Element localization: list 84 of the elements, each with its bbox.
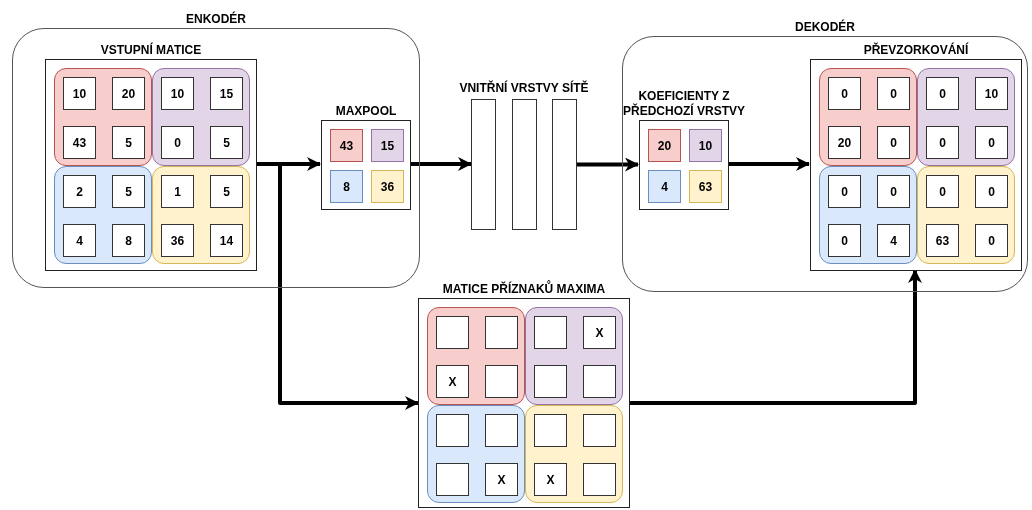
- matrix-cell: [485, 365, 518, 398]
- matrix-cell: 0: [161, 126, 194, 159]
- matrix-cell: [534, 414, 567, 447]
- pooling-region: [152, 68, 250, 166]
- matrix-cell: 43: [63, 126, 96, 159]
- pooling-region: [525, 307, 623, 405]
- matrix-cell: [583, 463, 616, 496]
- arrow: [630, 269, 922, 405]
- matrix-cell: 0: [877, 126, 910, 159]
- matrix-cell: 10: [161, 77, 194, 110]
- arrow: [256, 162, 419, 410]
- matrix-cell: X: [534, 463, 567, 496]
- matrix-cell: 5: [112, 175, 145, 208]
- matrix-cell: 4: [877, 224, 910, 257]
- matrix-cell: 0: [828, 175, 861, 208]
- matrix-cell: 0: [828, 224, 861, 257]
- matrix-cell: 10: [63, 77, 96, 110]
- section-title: VSTUPNÍ MATICE: [100, 43, 202, 58]
- matrix-cell: 0: [926, 126, 959, 159]
- section-title: KOEFICIENTY Z PŘEDCHOZÍ VRSTVY: [622, 89, 746, 119]
- matrix-cell: 20: [648, 129, 681, 162]
- matrix-cell: 63: [689, 170, 722, 203]
- matrix-cell: 15: [210, 77, 243, 110]
- matrix-cell: 4: [648, 170, 681, 203]
- matrix-cell: 20: [112, 77, 145, 110]
- matrix-cell: 10: [689, 129, 722, 162]
- matrix-cell: X: [583, 316, 616, 349]
- matrix-cell: 20: [828, 126, 861, 159]
- matrix-cell: 63: [926, 224, 959, 257]
- matrix-cell: X: [485, 463, 518, 496]
- matrix-cell: 14: [210, 224, 243, 257]
- matrix-cell: 1: [161, 175, 194, 208]
- matrix-cell: [583, 365, 616, 398]
- arrow: [728, 157, 810, 171]
- matrix-cell: 0: [975, 126, 1008, 159]
- layers-title: VNITŘNÍ VRSTVY SÍTĚ: [459, 81, 589, 95]
- pooling-region: [54, 166, 152, 264]
- matrix-cell: [436, 414, 469, 447]
- matrix-cell: X: [436, 365, 469, 398]
- matrix-cell: 15: [371, 129, 404, 162]
- matrix-cell: 0: [877, 175, 910, 208]
- matrix-cell: [436, 316, 469, 349]
- pooling-region: [427, 307, 525, 405]
- matrix-cell: 36: [371, 170, 404, 203]
- matrix-cell: 0: [926, 77, 959, 110]
- matrix-cell: [534, 365, 567, 398]
- matrix-cell: 5: [210, 126, 243, 159]
- matrix-cell: 0: [975, 175, 1008, 208]
- pooling-region: [819, 166, 917, 264]
- matrix-cell: 5: [112, 126, 145, 159]
- matrix-cell: 0: [975, 224, 1008, 257]
- pooling-region: [917, 68, 1015, 166]
- matrix-cell: 10: [975, 77, 1008, 110]
- layer-block: [512, 99, 537, 230]
- matrix-cell: 5: [210, 175, 243, 208]
- matrix-cell: [583, 414, 616, 447]
- layer-block: [471, 99, 496, 230]
- pooling-region: [917, 166, 1015, 264]
- matrix-cell: 2: [63, 175, 96, 208]
- matrix-cell: [436, 463, 469, 496]
- section-title: MATICE PŘÍZNAKŮ MAXIMA: [442, 282, 606, 297]
- layer-block: [552, 99, 577, 230]
- matrix-cell: [485, 316, 518, 349]
- section-title: ENKODÉR: [186, 12, 246, 27]
- arrow: [577, 157, 639, 172]
- section-title: MAXPOOL: [335, 104, 397, 119]
- matrix-cell: 8: [330, 170, 363, 203]
- matrix-cell: [485, 414, 518, 447]
- matrix-cell: 36: [161, 224, 194, 257]
- matrix-cell: 43: [330, 129, 363, 162]
- matrix-cell: 0: [828, 77, 861, 110]
- pooling-region: [819, 68, 917, 166]
- section-title: PŘEVZORKOVÁNÍ: [863, 43, 969, 58]
- section-title: DEKODÉR: [795, 20, 855, 35]
- matrix-cell: 0: [926, 175, 959, 208]
- pooling-region: [427, 405, 525, 503]
- arrow: [410, 157, 472, 171]
- matrix-cell: [534, 316, 567, 349]
- pooling-region: [54, 68, 152, 166]
- matrix-cell: 4: [63, 224, 96, 257]
- matrix-cell: 0: [877, 77, 910, 110]
- pooling-region: [152, 166, 250, 264]
- pooling-region: [525, 405, 623, 503]
- matrix-cell: 8: [112, 224, 145, 257]
